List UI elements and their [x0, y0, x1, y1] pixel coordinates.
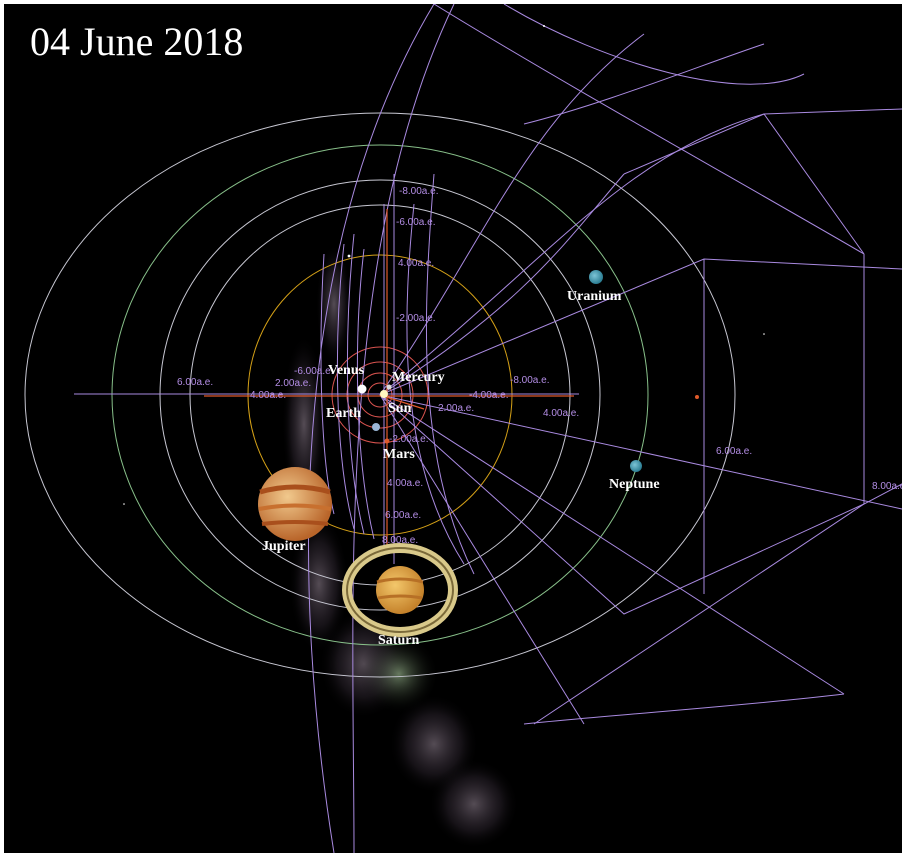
label-6-bottom: 6.00a.e. [385, 510, 421, 521]
label-4-top: 4.00a.e. [398, 258, 434, 269]
neptune-label: Neptune [609, 477, 660, 492]
background-stars [123, 25, 765, 505]
label-m4-right: -4.00a.e. [469, 390, 508, 401]
label-6-far: 6.00a.e. [716, 446, 752, 457]
label-m6-left: -6.00a.e. [294, 366, 333, 377]
axis-labels: -8.00a.e. -6.00a.e. 4.00a.e. -2.00a.e. -… [177, 186, 902, 546]
earth-label: Earth [326, 406, 361, 421]
planet-labels: Mercury Venus Earth Sun Mars Jupiter Sat… [262, 289, 660, 648]
planets [258, 270, 642, 637]
label-8-edge: 8.00a.e [872, 481, 902, 492]
uranus-label: Uranium [567, 289, 622, 304]
saturn-label: Saturn [378, 633, 419, 648]
label-m2-bottom: -2.00a.e. [389, 434, 428, 445]
label-2-left: 2.00a.e. [275, 378, 311, 389]
sun-marker[interactable] [380, 390, 388, 398]
label-2-right: 2.00a.e. [438, 403, 474, 414]
saturn-marker[interactable] [342, 543, 458, 637]
label-m6-top: -6.00a.e. [396, 217, 435, 228]
date-label: 04 June 2018 [30, 19, 244, 64]
label-6-left: 6.00a.e. [177, 377, 213, 388]
jupiter-marker[interactable] [258, 467, 332, 541]
axis-lines [204, 209, 574, 549]
mars-marker[interactable] [384, 438, 390, 444]
label-m8-top: -8.00a.e. [399, 186, 438, 197]
label-8-bottom: 8.00a.e. [382, 535, 418, 546]
label-4-right: 4.00a.e. [543, 408, 579, 419]
vernal-point-marker [695, 395, 699, 399]
solar-system-view[interactable]: -8.00a.e. -6.00a.e. 4.00a.e. -2.00a.e. -… [4, 4, 902, 853]
uranus-marker[interactable] [589, 270, 603, 284]
mercury-label: Mercury [392, 370, 445, 385]
mars-label: Mars [383, 447, 415, 462]
mercury-marker[interactable] [386, 384, 392, 390]
orbit-diagram: -8.00a.e. -6.00a.e. 4.00a.e. -2.00a.e. -… [24, 4, 902, 853]
label-4-left: 4.00a.e. [250, 390, 286, 401]
venus-marker[interactable] [357, 384, 367, 394]
venus-label: Venus [328, 363, 365, 378]
coordinate-grid [74, 4, 902, 853]
label-m8-right: -8.00a.e. [510, 375, 549, 386]
jupiter-label: Jupiter [262, 539, 306, 554]
label-4-bottom: 4.00a.e. [387, 478, 423, 489]
label-m2-top: -2.00a.e. [396, 313, 435, 324]
earth-marker[interactable] [372, 423, 380, 431]
sun-label: Sun [388, 401, 412, 416]
neptune-marker[interactable] [630, 460, 642, 472]
